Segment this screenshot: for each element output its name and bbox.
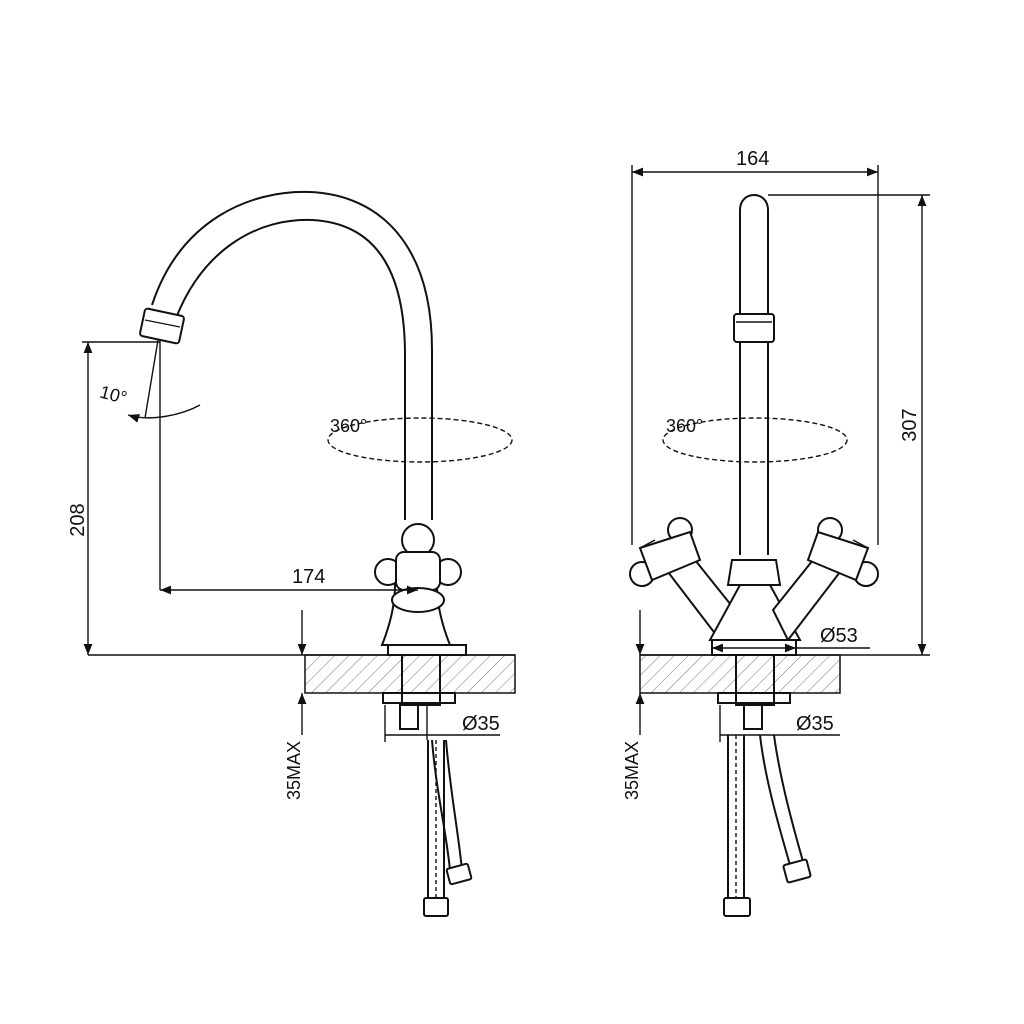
rotation-ellipse-right [662, 417, 848, 463]
hose-left-b [445, 739, 463, 871]
dim-hole-left: Ø35 [462, 713, 500, 735]
dim-reach-174: 174 [292, 566, 325, 588]
dim-height-208: 208 [67, 503, 89, 536]
dim-width-164: 164 [736, 148, 769, 170]
mixer-body-right [726, 559, 782, 586]
tilt-angle-label: 10° [98, 382, 129, 408]
hose-right-b [759, 734, 791, 866]
front-view: 360° 164 307 Ø53 35MAX Ø35 [622, 148, 930, 917]
gooseneck-spout-left [151, 190, 433, 520]
countertop-left [304, 654, 516, 694]
dim-base-diameter: Ø53 [820, 625, 858, 647]
spout-front [739, 194, 769, 555]
side-view: 360° 10° 208 174 35MAX Ø35 [67, 190, 516, 917]
aerator-right [733, 313, 775, 343]
dim-height-307: 307 [899, 408, 921, 441]
rotation-label-right: 360° [666, 416, 703, 436]
rotation-label-left: 360° [330, 416, 367, 436]
dim-hole-right: Ø35 [796, 713, 834, 735]
right-cross-handle [806, 517, 879, 587]
dim-max-thickness-right: 35MAX [622, 741, 642, 800]
aerator-left [139, 307, 185, 345]
rotation-ellipse-left [327, 417, 513, 463]
countertop-right [639, 654, 841, 694]
left-cross-handle [629, 517, 702, 587]
dim-max-thickness-left: 35MAX [284, 741, 304, 800]
